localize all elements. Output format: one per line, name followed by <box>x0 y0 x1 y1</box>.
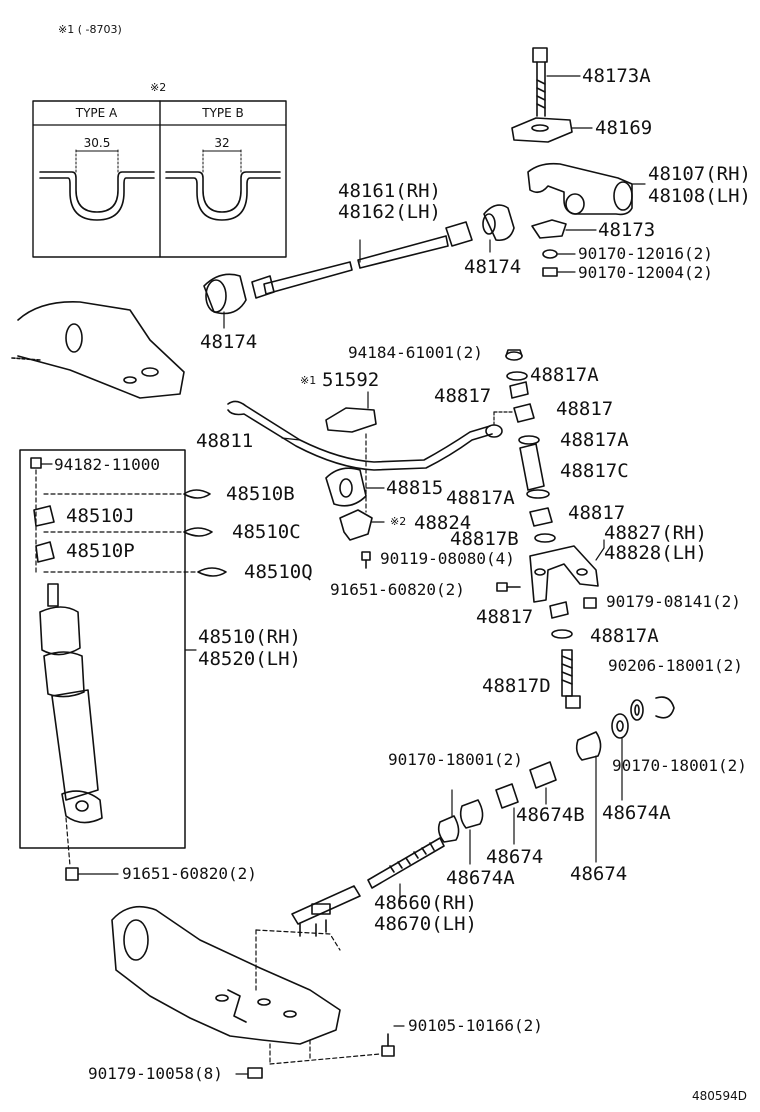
frame-fragment <box>11 301 185 399</box>
note-48824: ※2 <box>390 515 407 528</box>
label-91651-60820-a: 91651-60820(2) <box>330 580 465 599</box>
label-48828: 48828(LH) <box>604 542 707 564</box>
label-48817C: 48817C <box>560 460 629 482</box>
label-48674-mid: 48674 <box>486 846 544 868</box>
label-48674A-mid: 48674A <box>446 867 515 889</box>
bushing-48174-left <box>203 273 247 329</box>
label-48173A: 48173A <box>582 65 651 87</box>
label-48817-2: 48817 <box>556 398 614 420</box>
label-48674-right: 48674 <box>570 863 628 885</box>
label-48817B: 48817B <box>450 528 519 550</box>
plate-51592 <box>325 391 377 513</box>
bolt-48817D <box>561 649 581 709</box>
label-48674B: 48674B <box>516 804 585 826</box>
label-48817D: 48817D <box>482 675 551 697</box>
bracket-48824 <box>339 509 385 569</box>
label-90105-10166: 90105-10166(2) <box>408 1016 543 1035</box>
washers-right <box>575 696 675 863</box>
note-51592: ※1 <box>300 374 317 387</box>
label-48174-left: 48174 <box>200 331 258 353</box>
note-1: ※1 ( -8703) <box>58 23 122 36</box>
label-90170-12016: 90170-12016(2) <box>578 244 713 263</box>
link-stack <box>493 349 556 543</box>
label-90170-18001-b: 90170-18001(2) <box>612 756 747 775</box>
label-94184-61001: 94184-61001(2) <box>348 343 483 362</box>
bracket-bolts <box>496 582 597 639</box>
label-51592: 51592 <box>322 369 380 391</box>
label-48660: 48660(RH) <box>374 892 477 914</box>
lower-frame <box>111 905 405 1079</box>
label-90119-08080: 90119-08080(4) <box>380 549 515 568</box>
type-b-dim: 32 <box>214 136 230 150</box>
strut-rod <box>291 837 445 937</box>
label-48817A-3: 48817A <box>446 487 515 509</box>
label-48817-3: 48817 <box>568 502 626 524</box>
bushing-48174-top <box>482 204 515 253</box>
note-2: ※2 <box>150 81 167 94</box>
type-box <box>32 100 287 258</box>
arm-48107 <box>527 162 646 216</box>
label-48162: 48162(LH) <box>338 201 441 223</box>
bushings-center <box>437 761 557 865</box>
label-90179-10058: 90179-10058(8) <box>88 1064 223 1083</box>
bushing-48815 <box>325 467 385 507</box>
label-48108: 48108(LH) <box>648 185 751 207</box>
label-48510B: 48510B <box>226 483 295 505</box>
label-48510Q: 48510Q <box>244 561 313 583</box>
label-48817A-4: 48817A <box>590 625 659 647</box>
label-48817-4: 48817 <box>476 606 534 628</box>
label-48817-1: 48817 <box>434 385 492 407</box>
label-48510J: 48510J <box>66 505 135 527</box>
label-48510: 48510(RH) <box>198 626 301 648</box>
label-94182-11000: 94182-11000 <box>54 455 160 474</box>
torsion-bar <box>251 221 473 299</box>
label-48169: 48169 <box>595 117 653 139</box>
label-48107: 48107(RH) <box>648 163 751 185</box>
bracket-48827 <box>529 539 605 603</box>
label-48824: 48824 <box>414 512 472 534</box>
label-48811: 48811 <box>196 430 254 452</box>
label-48510C: 48510C <box>232 521 301 543</box>
label-91651-60820-b: 91651-60820(2) <box>122 864 257 883</box>
label-48510P: 48510P <box>66 540 135 562</box>
label-48817A-2: 48817A <box>560 429 629 451</box>
label-90206-18001: 90206-18001(2) <box>608 656 743 675</box>
bolt-48173A <box>532 47 581 117</box>
label-48174-top: 48174 <box>464 256 522 278</box>
label-90179-08141: 90179-08141(2) <box>606 592 741 611</box>
diagram-id: 480594D <box>692 1089 748 1103</box>
shock-box <box>19 449 227 881</box>
bracket-48169 <box>511 117 593 143</box>
label-48173: 48173 <box>598 219 656 241</box>
pad-48173 <box>531 219 597 277</box>
label-48815: 48815 <box>386 477 444 499</box>
label-48670: 48670(LH) <box>374 913 477 935</box>
type-b-label: TYPE B <box>202 106 244 120</box>
label-90170-18001-a: 90170-18001(2) <box>388 750 523 769</box>
label-48520: 48520(LH) <box>198 648 301 670</box>
label-48161: 48161(RH) <box>338 180 441 202</box>
type-a-dim: 30.5 <box>83 136 111 150</box>
label-90170-12004: 90170-12004(2) <box>578 263 713 282</box>
label-48827: 48827(RH) <box>604 522 707 544</box>
stabilizer-bar <box>227 400 503 471</box>
label-48674A-right: 48674A <box>602 802 671 824</box>
type-a-label: TYPE A <box>75 106 118 120</box>
label-48817A-1: 48817A <box>530 364 599 386</box>
